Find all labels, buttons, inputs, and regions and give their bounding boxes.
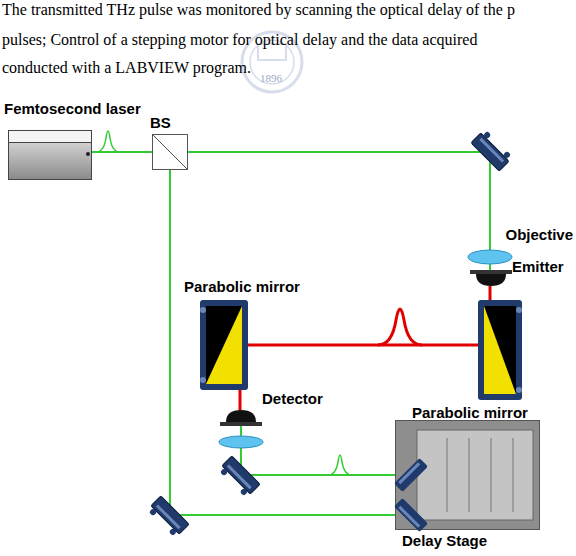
beam-path: [239, 390, 242, 410]
node-shape: [478, 300, 522, 400]
emitter: Emitter: [476, 270, 506, 286]
beam-splitter: BS: [152, 134, 188, 170]
thz-pulse: [378, 309, 422, 345]
node-label: BS: [150, 114, 171, 132]
node-label: Parabolic mirror: [184, 278, 300, 296]
mirror: [147, 496, 189, 538]
beam-path: [248, 344, 478, 347]
node-shape: [152, 134, 188, 170]
node-shape: [8, 130, 92, 180]
probe-pulse: [328, 455, 352, 475]
node-shape: [200, 300, 248, 390]
mirror: [218, 456, 260, 498]
node-shape: [476, 270, 506, 286]
beam-path: [489, 286, 492, 300]
paragraph-line: The transmitted THz pulse was monitored …: [2, 0, 515, 20]
laser-box: Femtosecond laser: [8, 130, 92, 180]
parabolic-mirror: Parabolic mirror: [478, 300, 522, 400]
parabolic-mirror: Parabolic mirror: [200, 300, 248, 390]
beam-path: [188, 152, 490, 250]
delay-stage: Delay Stage: [395, 420, 540, 530]
beam-path: [489, 264, 491, 270]
node-shape: [226, 410, 256, 426]
watermark: 1896: [260, 72, 282, 84]
lens: [219, 436, 263, 448]
node-label: Emitter: [512, 258, 564, 276]
node-label: Detector: [262, 390, 323, 408]
node-label: Femtosecond laser: [4, 100, 141, 118]
node-shape: [395, 420, 540, 530]
node-label: Objective: [505, 226, 573, 244]
paragraph-line: conducted with a LABVIEW program.: [2, 58, 251, 78]
paragraph-line: pulses; Control of a stepping motor for …: [2, 30, 477, 50]
beam-path: [92, 151, 152, 153]
objective-lens: Objective: [468, 250, 512, 264]
detector: Detector: [226, 410, 256, 426]
node-label: Parabolic mirror: [412, 404, 528, 422]
laser-pulse: [96, 131, 120, 152]
mirror: [471, 129, 513, 171]
node-shape: [468, 250, 512, 264]
node-label: Delay Stage: [402, 532, 487, 550]
beam-path: [241, 426, 395, 475]
beam-path: [170, 170, 395, 515]
